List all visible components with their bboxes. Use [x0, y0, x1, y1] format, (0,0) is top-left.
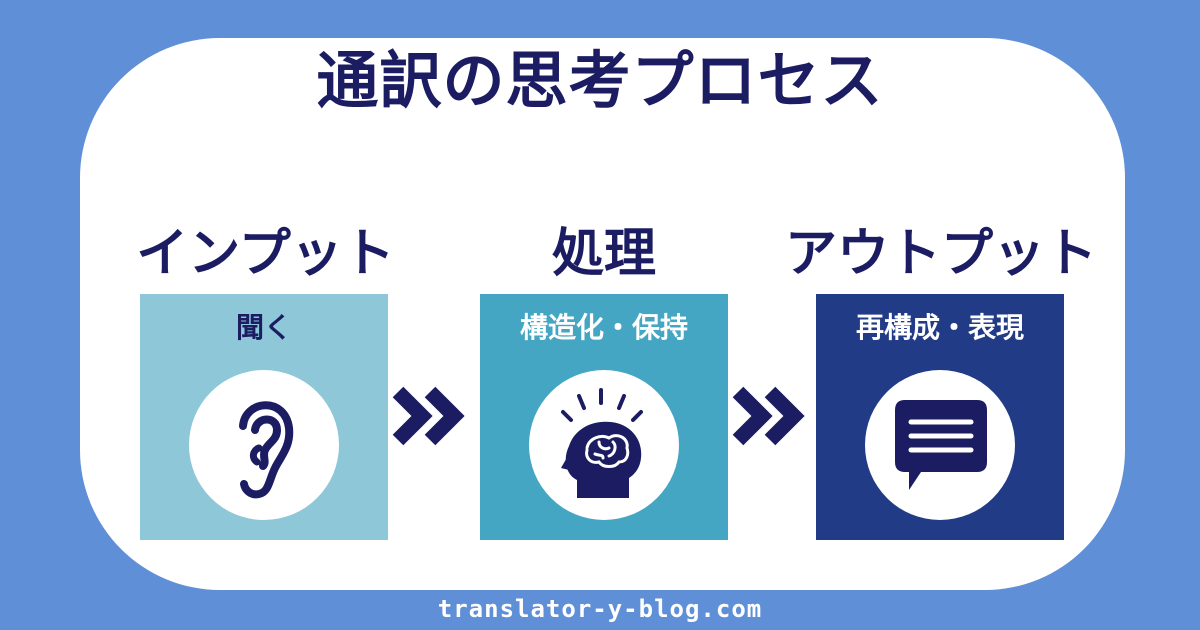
double-chevron-right-icon: [392, 386, 465, 446]
icon-circle: [529, 370, 679, 520]
brain-head-icon: [561, 388, 643, 498]
step-label-output: 再構成・表現: [855, 311, 1024, 344]
step-label-processing: 構造化・保持: [519, 311, 688, 344]
ear-icon: [239, 401, 294, 499]
speech-bubble-icon: [895, 400, 987, 490]
step-heading-output: アウトプット: [784, 224, 1097, 284]
step-label-input: 聞く: [235, 311, 292, 344]
step-heading-processing: 処理: [551, 224, 656, 284]
double-chevron-right-icon: [732, 386, 805, 446]
step-box-output: 再構成・表現: [816, 294, 1064, 540]
site-url: translator-y-blog.com: [437, 595, 763, 623]
step-heading-input: インプット: [136, 224, 395, 284]
step-box-input: 聞く: [140, 294, 388, 540]
icon-circle: [189, 370, 339, 520]
page-title: 通訳の思考プロセス: [316, 44, 884, 117]
icon-circle: [865, 370, 1015, 520]
step-box-processing: 構造化・保持: [480, 294, 728, 540]
